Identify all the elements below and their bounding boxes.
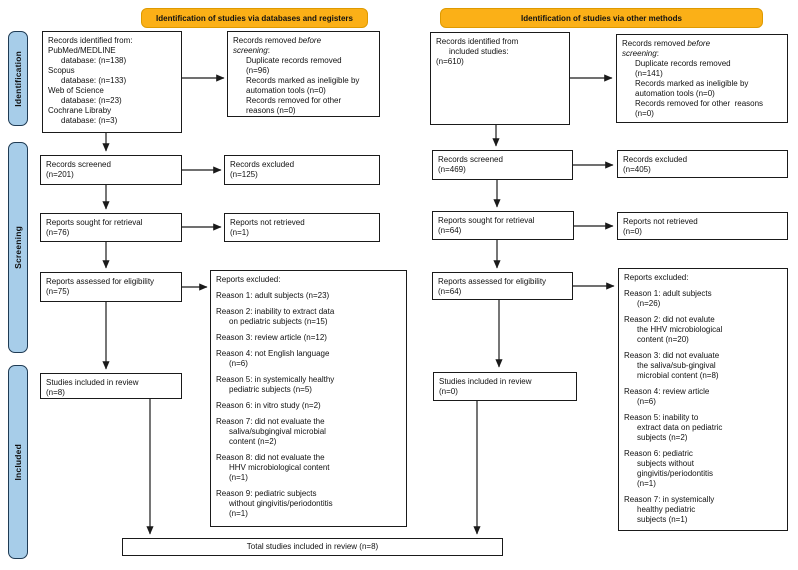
- stage-bar-included: Included: [8, 365, 28, 559]
- box-reports-assessed-right: Reports assessed for eligibility(n=64): [432, 272, 573, 300]
- box-studies-included-right: Studies included in review(n=0): [433, 372, 577, 401]
- header-databases-registers: Identification of studies via databases …: [141, 8, 368, 28]
- stage-label-identification: Identification: [13, 50, 23, 107]
- stage-label-included: Included: [13, 443, 23, 481]
- stage-bar-identification: Identification: [8, 31, 28, 126]
- box-reports-sought-left: Reports sought for retrieval(n=76): [40, 213, 182, 242]
- box-records-excluded-right: Records excluded(n=405): [617, 150, 788, 178]
- box-reports-excluded-reasons-left: Reports excluded:Reason 1: adult subject…: [210, 270, 407, 527]
- box-reports-excluded-reasons-right: Reports excluded:Reason 1: adult subject…: [618, 268, 788, 531]
- box-reports-sought-right: Reports sought for retrieval(n=64): [432, 211, 574, 240]
- box-reports-assessed-left: Reports assessed for eligibility(n=75): [40, 272, 182, 302]
- stage-label-screening: Screening: [13, 226, 23, 269]
- box-studies-included-left: Studies included in review(n=8): [40, 373, 182, 399]
- header-other-methods: Identification of studies via other meth…: [440, 8, 763, 28]
- box-records-screened-right: Records screened(n=469): [432, 150, 573, 180]
- stage-bar-screening: Screening: [8, 142, 28, 353]
- box-records-excluded-left: Records excluded(n=125): [224, 155, 380, 185]
- box-reports-not-retrieved-left: Reports not retrieved(n=1): [224, 213, 380, 242]
- box-reports-not-retrieved-right: Reports not retrieved(n=0): [617, 212, 788, 240]
- box-records-screened-left: Records screened(n=201): [40, 155, 182, 185]
- box-total-studies-included: Total studies included in review (n=8): [122, 538, 503, 556]
